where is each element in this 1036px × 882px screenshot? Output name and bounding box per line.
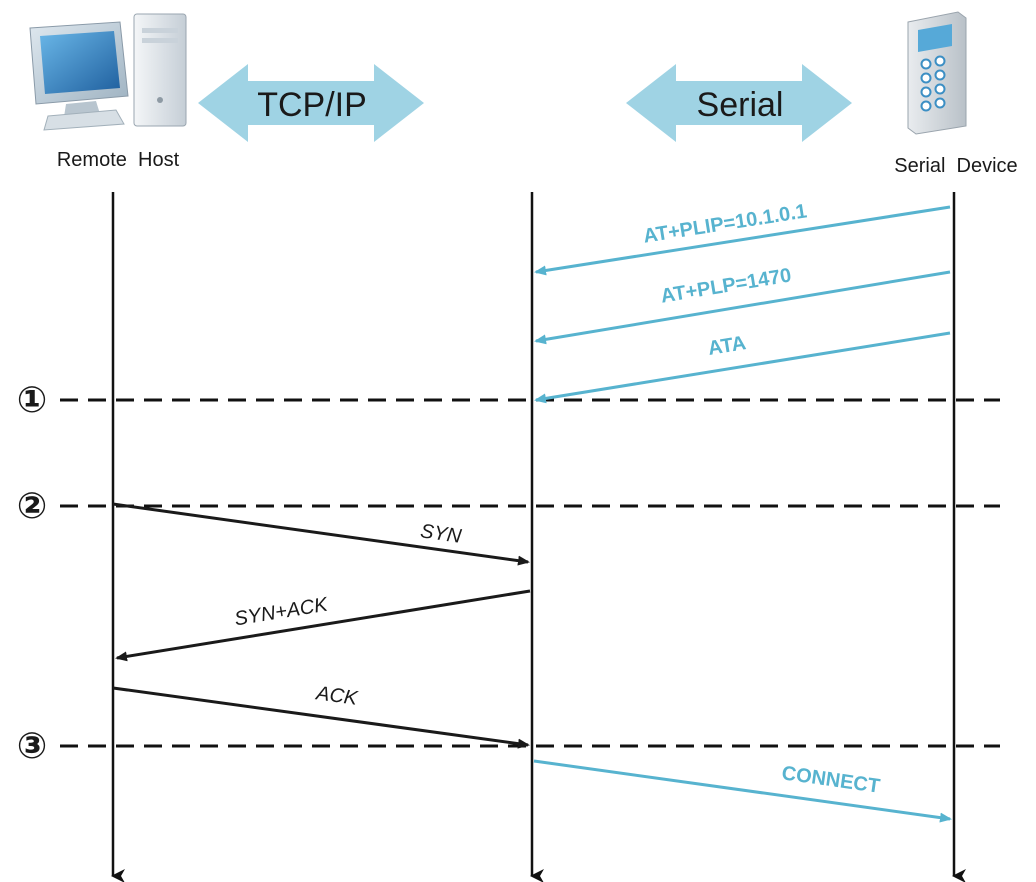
remote-host-label: Remote Host [57,149,180,171]
tcpip-double-arrow [198,64,424,142]
serial-banner: Serial [626,64,852,142]
message-arrow-syn [112,502,530,566]
serial-banner-label: Serial [697,86,784,124]
message-arrow-synack [115,589,531,662]
message-arrow-plip [534,205,951,276]
message-arrow-connect [533,759,952,823]
message-arrow-ata [534,331,951,404]
message-label-ata: ATA [706,332,747,360]
message-arrow-plp [534,270,951,345]
tcpip-banner-label: TCP/IP [257,86,367,124]
message-label-connect: CONNECT [780,762,881,798]
tcpip-banner: TCP/IP [198,64,424,142]
message-arrow-ack [112,686,530,749]
desktop-computer-icon [29,13,187,131]
message-label-ack: ACK [314,682,360,710]
message-label-plip: AT+PLIP=10.1.0.1 [642,200,809,247]
step-2-marker: ② [17,485,47,526]
serial-device-keypad-icon [907,11,967,135]
serial-device-label: Serial Device [894,155,1017,177]
step-1-marker: ① [17,379,47,420]
step-3-marker: ③ [17,725,47,766]
serial-double-arrow [626,64,852,142]
message-label-syn: SYN [419,520,463,548]
